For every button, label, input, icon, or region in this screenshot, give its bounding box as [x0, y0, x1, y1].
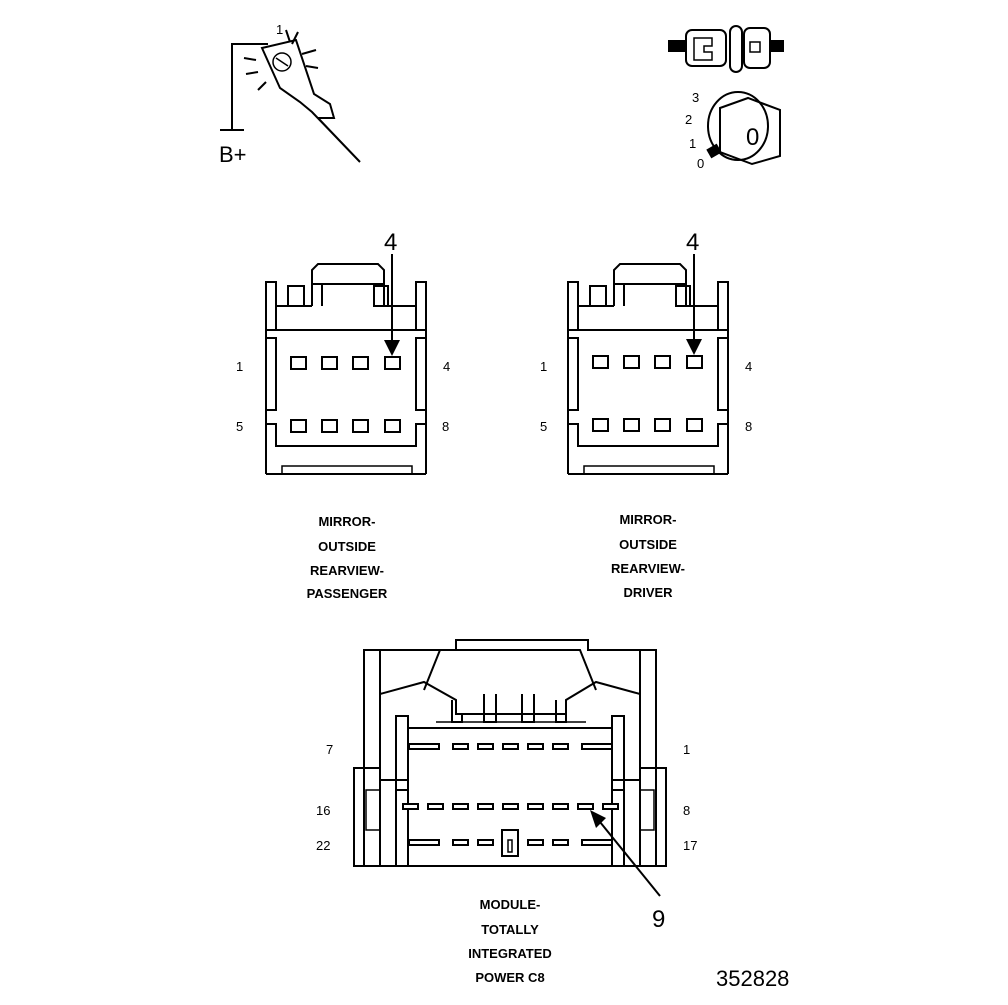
connector-module-tipm-c8: 9 7 1 16 8 22 17	[316, 639, 697, 933]
module-connector-caption: MODULE- TOTALLY INTEGRATED POWER C8	[468, 897, 552, 985]
passenger-pin-1: 1	[236, 359, 243, 374]
test-light-probe-icon: 1 B+	[219, 22, 361, 167]
connector-mirror-passenger: 4 1 4 5 8	[236, 229, 450, 475]
ignition-position-3: 3	[692, 90, 699, 105]
passenger-callout-4: 4	[384, 229, 397, 256]
svg-text:MIRROR-: MIRROR-	[318, 514, 375, 529]
ignition-key-icon: 3 2 1 0 0	[685, 90, 781, 171]
passenger-pin-5: 5	[236, 419, 243, 434]
b-plus-label: B+	[219, 142, 247, 167]
module-pin-22: 22	[316, 838, 330, 853]
figure-number: 352828	[716, 966, 789, 991]
driver-pin-8: 8	[745, 419, 752, 434]
module-pin-17: 17	[683, 838, 697, 853]
svg-text:OUTSIDE: OUTSIDE	[619, 537, 677, 552]
svg-text:POWER C8: POWER C8	[475, 970, 544, 985]
driver-pin-5: 5	[540, 419, 547, 434]
passenger-pin-4: 4	[443, 359, 450, 374]
module-pin-16: 16	[316, 803, 330, 818]
ignition-key-mark: 0	[746, 124, 759, 151]
probe-label-1: 1	[276, 22, 283, 37]
svg-text:MODULE-: MODULE-	[480, 897, 541, 912]
svg-text:DRIVER: DRIVER	[623, 585, 673, 600]
disconnect-connector-icon	[668, 25, 784, 73]
driver-pin-1: 1	[540, 359, 547, 374]
svg-text:OUTSIDE: OUTSIDE	[318, 539, 376, 554]
svg-text:MIRROR-: MIRROR-	[619, 512, 676, 527]
svg-text:PASSENGER: PASSENGER	[307, 586, 388, 601]
ignition-position-1: 1	[689, 136, 696, 151]
module-callout-9: 9	[652, 906, 665, 933]
passenger-pin-8: 8	[442, 419, 449, 434]
driver-pin-4: 4	[745, 359, 752, 374]
svg-text:REARVIEW-: REARVIEW-	[310, 563, 384, 578]
ignition-position-0: 0	[697, 156, 704, 171]
module-pin-7: 7	[326, 742, 333, 757]
driver-callout-4: 4	[686, 229, 699, 256]
connector-mirror-driver: 4 1 4 5 8	[540, 229, 752, 475]
svg-text:INTEGRATED: INTEGRATED	[468, 946, 552, 961]
ignition-position-2: 2	[685, 112, 692, 127]
module-pin-1: 1	[683, 742, 690, 757]
driver-connector-caption: MIRROR- OUTSIDE REARVIEW- DRIVER	[611, 512, 685, 600]
svg-text:REARVIEW-: REARVIEW-	[611, 561, 685, 576]
passenger-connector-caption: MIRROR- OUTSIDE REARVIEW- PASSENGER	[307, 514, 388, 601]
svg-text:TOTALLY: TOTALLY	[481, 922, 539, 937]
module-pin-8: 8	[683, 803, 690, 818]
